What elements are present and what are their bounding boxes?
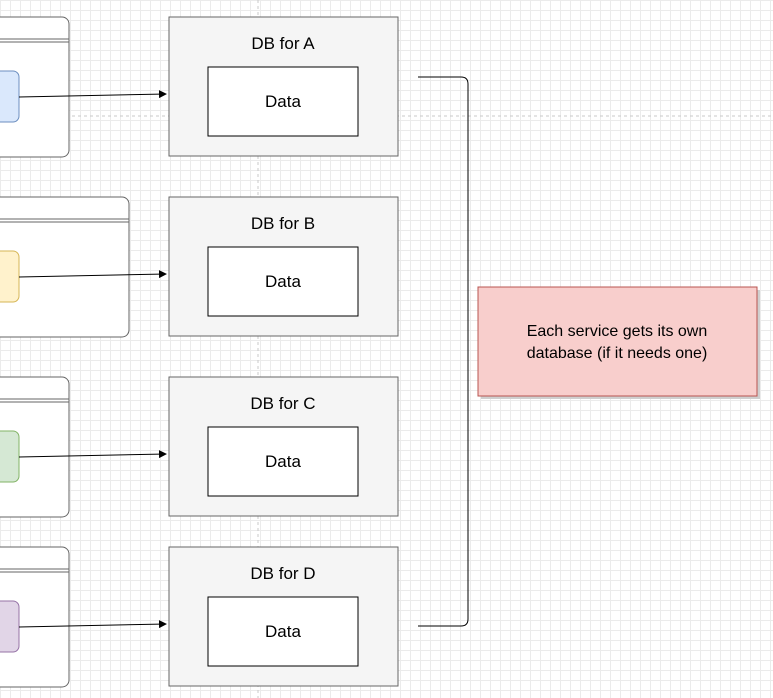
service-container-d[interactable] (0, 546, 70, 688)
data-label-c: Data (265, 452, 301, 471)
arrow-service-a-to-db-a[interactable] (18, 90, 167, 99)
data-box-a[interactable] (207, 66, 359, 137)
db-group-d[interactable]: DB for D Data (168, 546, 399, 687)
note-text-line-2: database (if it needs one) (527, 345, 708, 362)
note-box[interactable] (477, 286, 758, 397)
note-text-line-1: Each service gets its own (527, 323, 708, 340)
service-node-b[interactable] (0, 250, 20, 303)
service-node-c[interactable] (0, 430, 20, 483)
data-box-d[interactable] (207, 596, 359, 667)
service-node-d[interactable] (0, 600, 20, 653)
grouping-bracket[interactable] (418, 76, 469, 627)
db-title-b: DB for B (251, 214, 315, 233)
service-container-a[interactable] (0, 16, 70, 158)
db-group-a[interactable]: DB for A Data (168, 16, 399, 157)
data-label-b: Data (265, 272, 301, 291)
arrow-service-d-to-db-d[interactable] (18, 620, 167, 629)
db-title-a: DB for A (251, 34, 315, 53)
data-box-c[interactable] (207, 426, 359, 497)
note-callout[interactable]: Each service gets its own database (if i… (477, 286, 760, 399)
db-title-c: DB for C (250, 394, 315, 413)
service-container-b[interactable] (0, 196, 130, 338)
data-label-d: Data (265, 622, 301, 641)
arrow-service-b-to-db-b[interactable] (18, 270, 167, 279)
data-box-b[interactable] (207, 246, 359, 317)
service-container-c[interactable] (0, 376, 70, 518)
arrow-service-c-to-db-c[interactable] (18, 450, 167, 459)
db-group-b[interactable]: DB for B Data (168, 196, 399, 337)
data-label-a: Data (265, 92, 301, 111)
db-title-d: DB for D (250, 564, 315, 583)
service-node-a[interactable] (0, 70, 20, 123)
db-group-c[interactable]: DB for C Data (168, 376, 399, 517)
